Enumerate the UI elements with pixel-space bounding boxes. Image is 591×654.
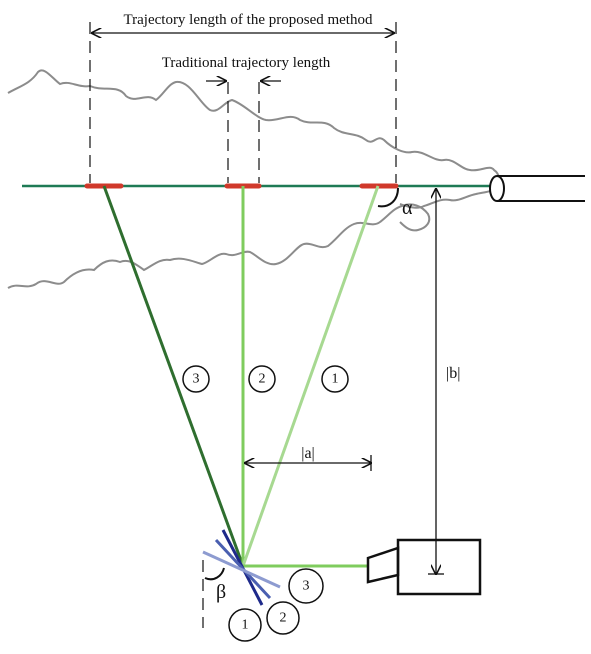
svg-text:3: 3 <box>303 579 310 594</box>
beam-3-number: 3 <box>182 365 210 393</box>
beta-angle-arc <box>204 567 225 581</box>
svg-text:2: 2 <box>280 611 287 626</box>
traditional-length-label: Traditional trajectory length <box>162 55 331 71</box>
svg-text:3: 3 <box>193 372 200 387</box>
mirror-3-number: 3 <box>288 568 324 604</box>
svg-text:1: 1 <box>242 618 249 633</box>
b-label: |b| <box>446 365 460 382</box>
beam-3 <box>102 185 245 567</box>
svg-text:1: 1 <box>332 372 339 387</box>
beam-1-number: 1 <box>321 365 349 393</box>
alpha-label: α <box>402 197 413 219</box>
camera-icon <box>366 538 482 596</box>
alpha-angle-arc <box>377 187 399 208</box>
dashed-extension-lines <box>89 22 397 628</box>
pipe-icon <box>489 175 585 202</box>
svg-text:2: 2 <box>259 372 266 387</box>
a-label: |a| <box>301 445 315 462</box>
beam-1 <box>241 185 380 567</box>
beta-label: β <box>216 581 226 603</box>
lower-cloud-outline <box>7 203 431 289</box>
mirror-1-number: 1 <box>228 608 262 642</box>
mirror-2-number: 2 <box>266 601 300 635</box>
mirror-3 <box>202 550 281 589</box>
proposed-length-label: Trajectory length of the proposed method <box>124 12 373 28</box>
beam-2-number: 2 <box>248 365 276 393</box>
